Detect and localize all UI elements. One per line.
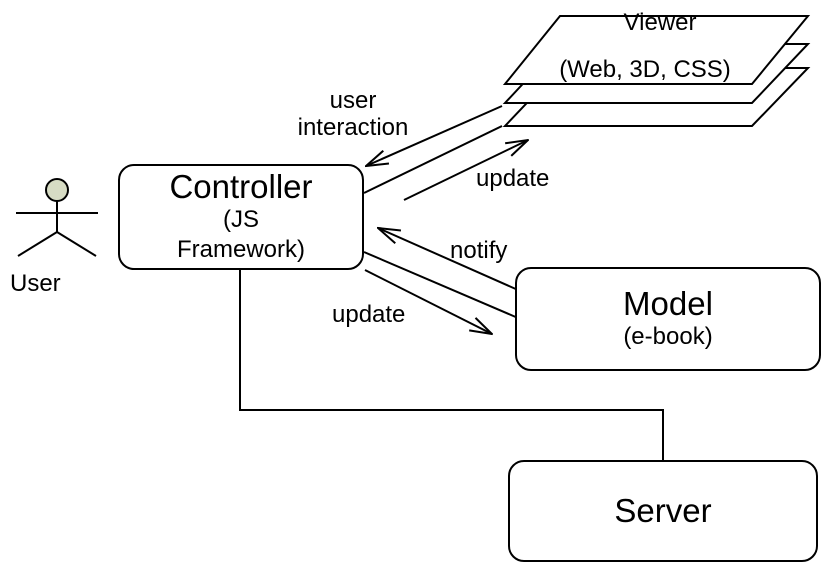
update-model-arrow [364,269,492,334]
controller-to-viewer-line [363,125,503,194]
model-subtitle: (e-book) [623,323,713,350]
controller-subtitle-line2: Framework) [176,236,305,263]
server-box: Server [508,460,818,562]
user-actor-icon [16,178,98,257]
viewer-title: Viewer [623,9,697,36]
actor-right-leg [56,231,97,257]
server-title: Server [614,492,712,529]
viewer-plane-front [502,15,811,85]
controller-to-model-line [363,251,519,319]
notify-label: notify [450,237,508,264]
viewer-subtitle: (Web, 3D, CSS) [559,56,731,83]
model-title: Model [623,285,713,322]
controller-server-connector [239,269,664,460]
actor-left-leg [17,231,58,257]
update-viewer-label: update [476,165,550,192]
update-model-label: update [332,301,406,328]
update-viewer-arrow [403,140,528,201]
user-label: User [10,270,61,297]
user-interaction-label-line1: user [329,87,377,114]
user-interaction-label-line2: interaction [297,114,409,141]
controller-title: Controller [169,168,313,205]
actor-head [45,178,69,202]
user-interaction-arrow [366,105,503,166]
controller-subtitle-line1: (JS [223,206,259,233]
controller-box: Controller (JS Framework) [118,164,364,270]
notify-arrow [378,228,519,291]
model-box: Model (e-book) [515,267,821,371]
